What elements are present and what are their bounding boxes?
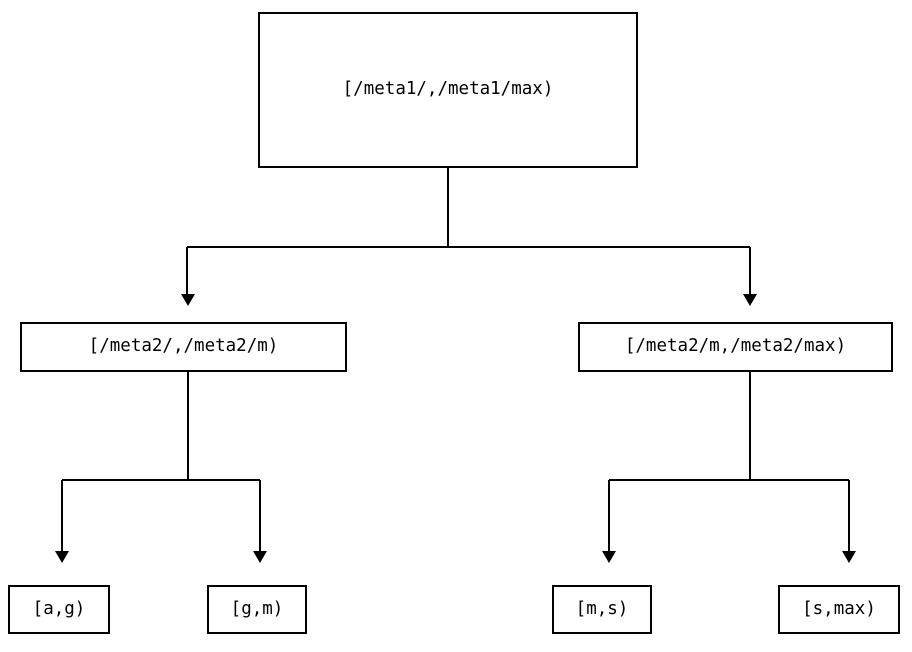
tree-node-leaf-g-m[interactable]: [g,m) xyxy=(207,585,307,634)
tree-node-leaf-g-m-label: [g,m) xyxy=(230,598,284,619)
arrowhead-to-leaf-smax xyxy=(842,551,856,563)
tree-node-leaf-a-g[interactable]: [a,g) xyxy=(8,585,110,634)
tree-node-mid-right[interactable]: [/meta2/m,/meta2/max) xyxy=(578,322,893,372)
tree-node-leaf-a-g-label: [a,g) xyxy=(32,598,86,619)
tree-node-leaf-s-max[interactable]: [s,max) xyxy=(778,585,900,634)
arrowhead-to-leaf-ms xyxy=(602,551,616,563)
arrowhead-to-mid-right xyxy=(743,294,757,306)
tree-node-mid-left[interactable]: [/meta2/,/meta2/m) xyxy=(20,322,347,372)
arrowhead-to-leaf-ag xyxy=(55,551,69,563)
tree-node-root[interactable]: [/meta1/,/meta1/max) xyxy=(258,12,638,168)
arrowhead-to-mid-left xyxy=(181,294,195,306)
tree-node-mid-left-label: [/meta2/,/meta2/m) xyxy=(88,336,279,357)
arrowhead-to-leaf-gm xyxy=(253,551,267,563)
tree-node-mid-right-label: [/meta2/m,/meta2/max) xyxy=(624,336,847,357)
tree-node-root-label: [/meta1/,/meta1/max) xyxy=(342,79,554,100)
tree-node-leaf-s-max-label: [s,max) xyxy=(802,598,876,619)
tree-node-leaf-m-s[interactable]: [m,s) xyxy=(552,585,652,634)
tree-node-leaf-m-s-label: [m,s) xyxy=(575,598,629,619)
